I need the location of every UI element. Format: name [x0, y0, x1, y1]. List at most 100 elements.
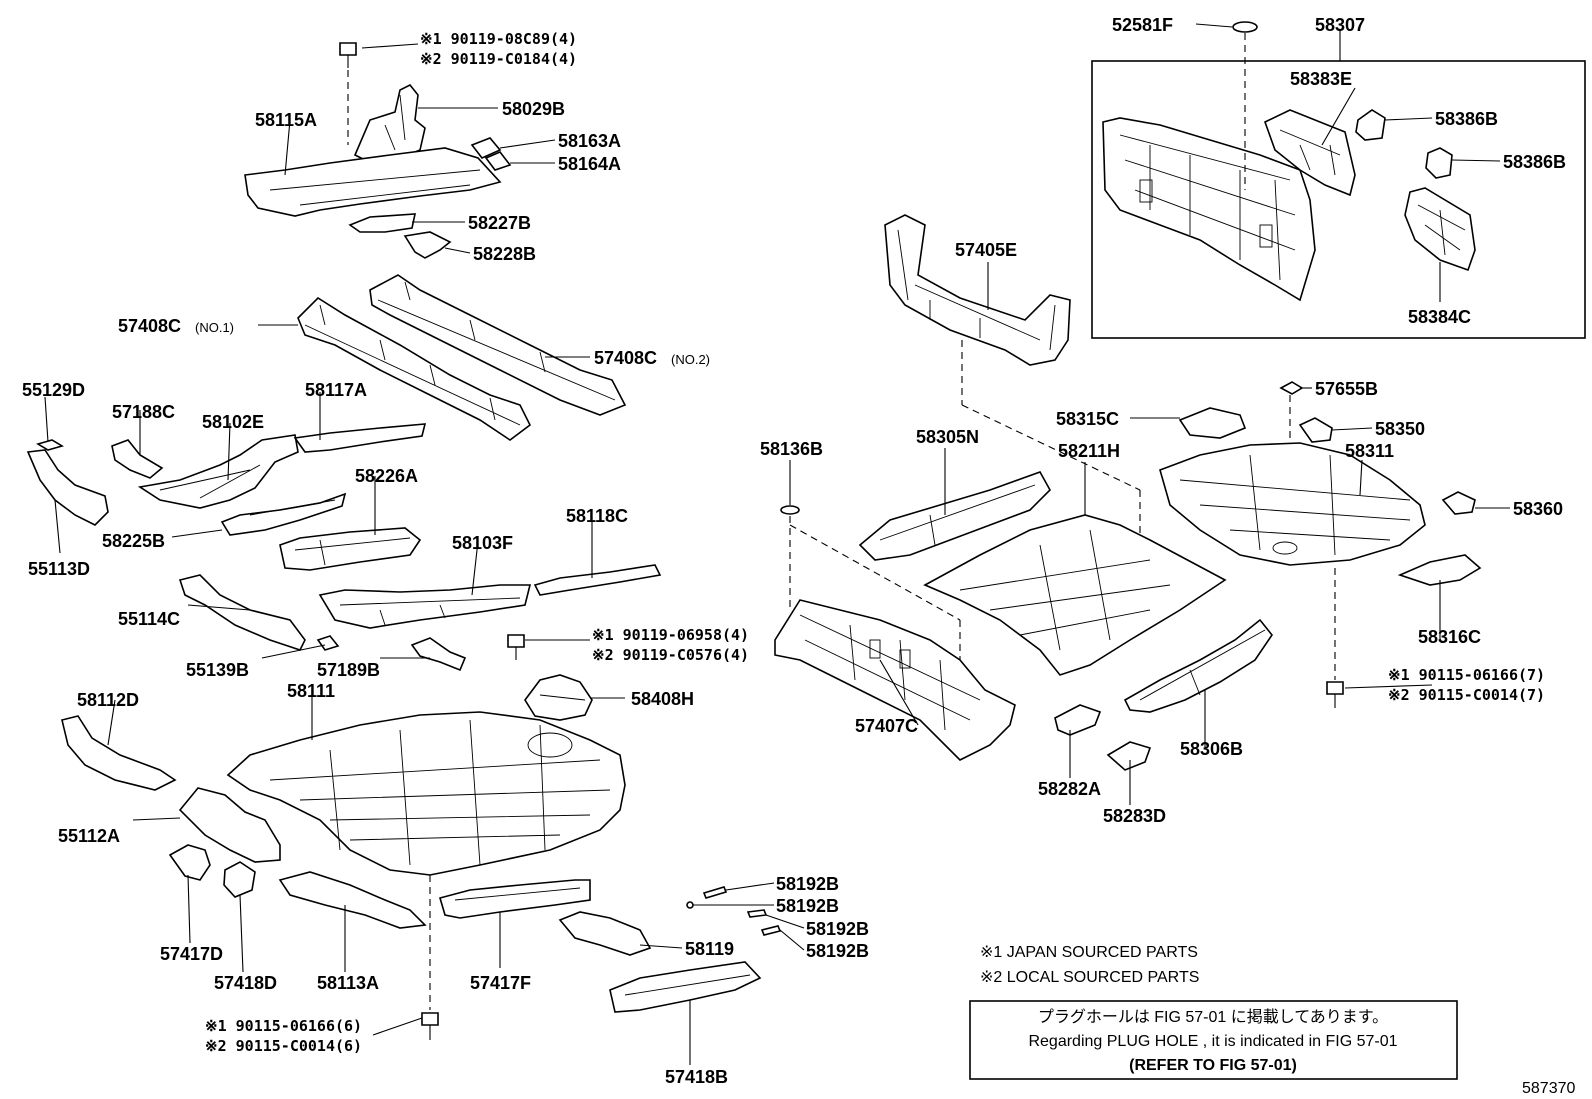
part-57418B — [609, 961, 762, 1013]
fastener-top-1: ※1 90119-08C89(4) — [420, 30, 577, 48]
label-58117A: 58117A — [305, 380, 367, 400]
label-57405E: 57405E — [955, 240, 1017, 260]
part-58115A — [244, 147, 502, 217]
part-57405E — [884, 214, 1071, 366]
label-58029B: 58029B — [502, 99, 565, 119]
part-58315C — [1178, 407, 1247, 439]
label-58228B: 58228B — [473, 244, 536, 264]
part-57188C — [111, 439, 164, 479]
label-58383E: 58383E — [1290, 69, 1352, 89]
part-57418D — [223, 861, 256, 898]
bolt-mid — [507, 634, 525, 660]
label-58113A: 58113A — [317, 973, 379, 993]
label-58283D: 58283D — [1103, 806, 1166, 826]
legend: ※1 JAPAN SOURCED PARTS ※2 LOCAL SOURCED … — [980, 944, 1199, 986]
part-57417D — [168, 844, 211, 881]
label-58102E: 58102E — [202, 412, 264, 432]
label-58316C: 58316C — [1418, 627, 1481, 647]
label-58192B-3: 58192B — [806, 919, 869, 939]
part-58211H — [923, 514, 1227, 676]
part-58384C — [1404, 187, 1476, 272]
label-58384C: 58384C — [1408, 307, 1471, 327]
bolt-bottom — [421, 1012, 439, 1040]
notice-line-2: Regarding PLUG HOLE , it is indicated in… — [1028, 1033, 1397, 1050]
label-58192B-4: 58192B — [806, 941, 869, 961]
part-58136B — [780, 505, 800, 515]
label-57407C: 57407C — [855, 716, 918, 736]
part-58111-floor-pan — [226, 711, 626, 876]
part-58383E — [1264, 109, 1356, 197]
notice-box: プラグホールは FIG 57-01 に掲載してあります。 Regarding P… — [969, 1000, 1458, 1080]
part-58192B-set — [686, 886, 782, 936]
label-55129D: 55129D — [22, 380, 85, 400]
bolt-top — [339, 42, 357, 68]
part-55139B — [316, 635, 340, 651]
label-58386B-upper: 58386B — [1435, 109, 1498, 129]
part-58103F — [318, 584, 532, 629]
label-58192B-1: 58192B — [776, 874, 839, 894]
part-58305N — [858, 471, 1051, 561]
label-57408C-no1-sub: (NO.1) — [195, 320, 234, 335]
label-58306B: 58306B — [1180, 739, 1243, 759]
part-58282A — [1054, 704, 1102, 736]
label-58164A: 58164A — [558, 154, 621, 174]
part-58386B-lower — [1425, 147, 1453, 179]
label-58111: 58111 — [287, 681, 335, 701]
part-52581F-plug — [1232, 21, 1258, 33]
label-58226A: 58226A — [355, 466, 418, 486]
part-57189B — [410, 637, 467, 672]
fastener-mid-1: ※1 90119-06958(4) — [592, 626, 749, 644]
part-58113A — [278, 871, 427, 929]
part-58350 — [1298, 417, 1333, 443]
label-58118C: 58118C — [566, 506, 628, 526]
fastener-labels: ※1 90119-08C89(4) ※2 90119-C0184(4) ※1 9… — [205, 30, 1545, 1055]
label-57188C: 57188C — [112, 402, 175, 422]
part-55113D — [26, 449, 109, 526]
part-58306B — [1123, 618, 1273, 713]
part-58311 — [1159, 442, 1426, 566]
label-55112A: 55112A — [58, 826, 120, 846]
part-labels: 52581F 58307 58383E 58386B 58386B 58384C… — [22, 15, 1566, 1087]
label-58115A: 58115A — [255, 110, 317, 130]
label-58136B: 58136B — [760, 439, 823, 459]
label-58305N: 58305N — [916, 427, 979, 447]
part-58118C — [533, 564, 662, 596]
part-58226A — [279, 527, 422, 571]
label-57408C-no2: 57408C — [594, 348, 657, 368]
part-57408C-no1 — [297, 296, 532, 441]
part-58228B — [403, 231, 452, 259]
part-58360 — [1441, 491, 1476, 515]
label-58192B-2: 58192B — [776, 896, 839, 916]
part-58227B — [348, 213, 417, 233]
label-58408H: 58408H — [631, 689, 694, 709]
label-57408C-no2-sub: (NO.2) — [671, 352, 710, 367]
part-55114C — [178, 574, 306, 651]
part-58163A — [470, 137, 502, 159]
fastener-top-2: ※2 90119-C0184(4) — [420, 50, 577, 68]
label-58315C: 58315C — [1056, 409, 1119, 429]
label-58225B: 58225B — [102, 531, 165, 551]
part-57407C — [774, 599, 1016, 761]
label-55113D: 55113D — [28, 559, 90, 579]
label-58119: 58119 — [685, 939, 734, 959]
figure-id: 587370 — [1522, 1080, 1575, 1097]
notice-line-1: プラグホールは FIG 57-01 に掲載してあります。 — [1038, 1008, 1388, 1026]
label-58282A: 58282A — [1038, 779, 1101, 799]
fastener-right-2: ※2 90115-C0014(7) — [1388, 686, 1545, 704]
bolt-right — [1326, 681, 1344, 708]
assembly-box-58307 — [1091, 60, 1586, 339]
label-57655B: 57655B — [1315, 379, 1378, 399]
label-58311: 58311 — [1345, 441, 1394, 461]
label-57418B: 57418B — [665, 1067, 728, 1087]
label-58163A: 58163A — [558, 131, 621, 151]
part-55129D — [36, 439, 64, 451]
part-58408H — [524, 674, 593, 721]
part-58283D — [1106, 741, 1152, 771]
part-58119 — [558, 911, 652, 956]
part-58164A — [484, 151, 512, 171]
label-58112D: 58112D — [77, 690, 139, 710]
part-58316C — [1397, 554, 1482, 586]
part-58307-back-panel — [1102, 117, 1316, 302]
part-57655B — [1279, 381, 1304, 395]
